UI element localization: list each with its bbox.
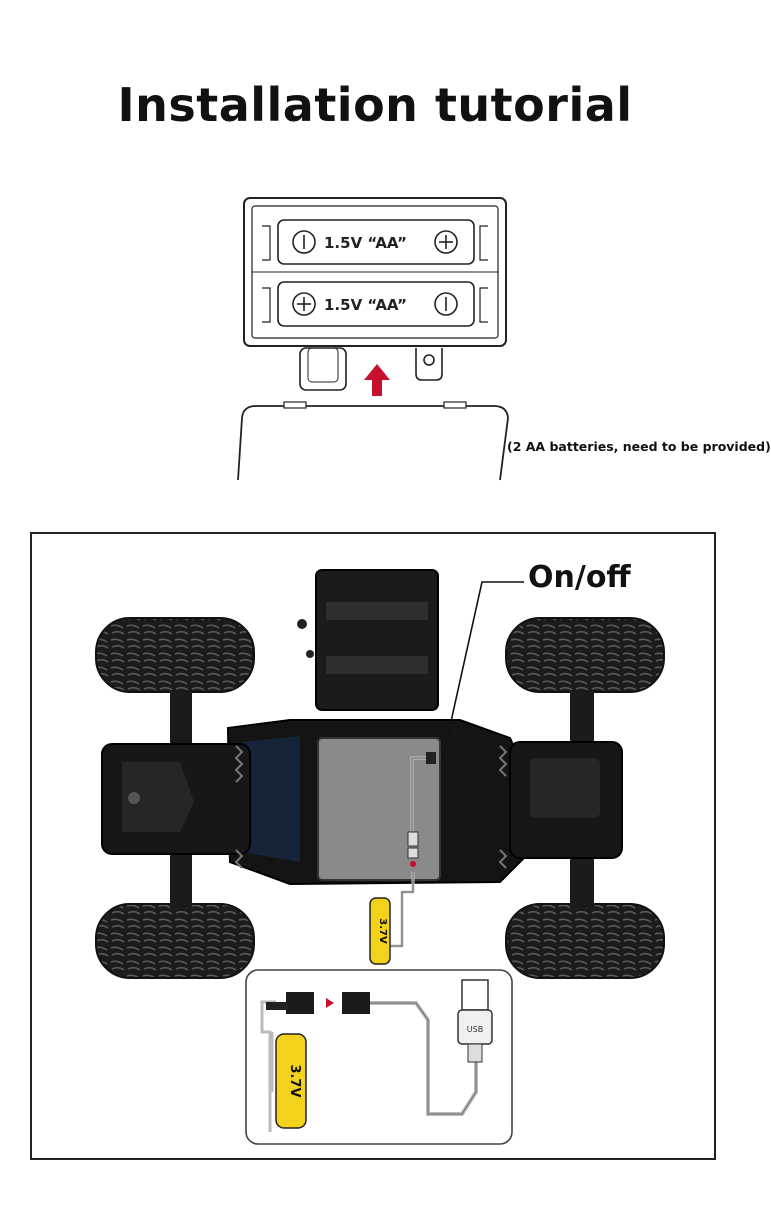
slot-bottom-label: 1.5V “AA”: [324, 296, 407, 314]
charger-battery-label: 3.7V: [287, 1064, 302, 1097]
car-diagram-frame: [30, 532, 716, 1160]
battery-note: (2 AA batteries, need to be provided): [507, 439, 771, 454]
car-underside-diagram: 3.7V 3.7V USB: [95, 569, 665, 1145]
switch-label: On/off: [528, 560, 631, 595]
battery-cover: [297, 569, 439, 711]
usb-label: USB: [467, 1025, 483, 1034]
battery-box-diagram: 1.5V “AA” 1.5V “AA”: [237, 197, 509, 481]
charger-battery: 3.7V: [275, 1033, 307, 1129]
wheel-front-left: [95, 617, 255, 693]
usb-plug-icon: USB: [457, 979, 493, 1063]
car-battery: 3.7V: [369, 897, 391, 965]
slot-top-label: 1.5V “AA”: [324, 234, 407, 252]
wheel-rear-left: [95, 903, 255, 979]
wheel-front-right: [505, 617, 665, 693]
insert-arrow-icon: [364, 364, 390, 396]
wheel-rear-right: [505, 903, 665, 979]
page-title: Installation tutorial: [117, 78, 633, 132]
car-battery-label: 3.7V: [377, 918, 388, 944]
